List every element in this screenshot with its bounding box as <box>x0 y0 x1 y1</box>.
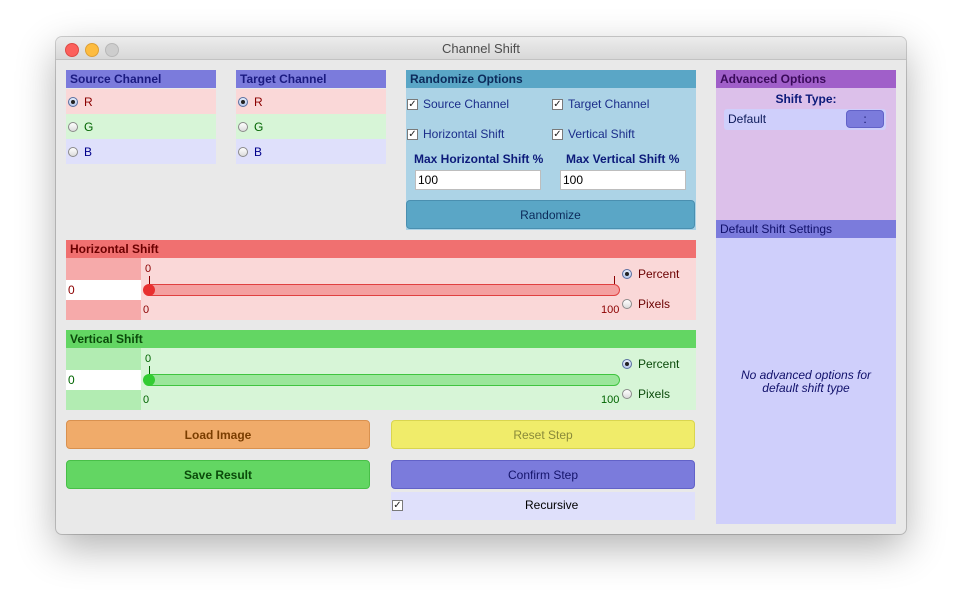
checkbox-icon[interactable]: ✓ <box>407 128 418 140</box>
minimize-window-button[interactable] <box>85 43 99 57</box>
horizontal-slider-min-top-label: 0 <box>145 263 152 275</box>
source-channel-option-label: B <box>84 144 93 159</box>
horizontal-shift-slider-track[interactable] <box>144 284 620 296</box>
vertical-slider-min-top-label: 0 <box>145 353 152 365</box>
vertical-slider-max-label: 100 <box>601 394 620 406</box>
default-shift-settings-header: Default Shift Settings <box>716 220 896 238</box>
checkbox-label: Vertical Shift <box>568 127 635 141</box>
vertical-pixels-label: Pixels <box>638 387 671 401</box>
window-title: Channel Shift <box>441 41 521 56</box>
vertical-shift-slider-thumb[interactable] <box>143 374 155 386</box>
horizontal-shift-value-pad-bottom <box>66 300 141 320</box>
radio-icon[interactable] <box>238 96 248 107</box>
source-channel-option-g[interactable]: G <box>66 114 216 139</box>
horizontal-shift-value-pad-top <box>66 258 141 280</box>
max-horizontal-input[interactable]: 100 <box>415 170 541 190</box>
title-bar: Channel Shift <box>56 37 906 60</box>
horizontal-slider-tick-start <box>149 276 150 284</box>
horizontal-shift-value-input[interactable]: 0 <box>66 280 141 300</box>
source-channel-option-r[interactable]: R <box>66 89 216 114</box>
load-image-button[interactable]: Load Image <box>66 420 370 449</box>
recursive-checkbox[interactable]: ✓ <box>392 497 403 513</box>
checkbox-icon[interactable]: ✓ <box>552 98 563 110</box>
horizontal-slider-tick-end <box>614 276 615 284</box>
checkbox-label: Horizontal Shift <box>423 127 505 141</box>
randomize-source-channel-checkbox[interactable]: ✓ Source Channel <box>407 96 509 112</box>
vertical-shift-slider-track[interactable] <box>144 374 620 386</box>
vertical-percent-label: Percent <box>638 357 680 371</box>
horizontal-shift-slider-thumb[interactable] <box>143 284 155 296</box>
vertical-pixels-radio[interactable]: Pixels <box>620 382 670 406</box>
vertical-percent-radio[interactable]: Percent <box>620 352 679 376</box>
horizontal-pixels-radio[interactable]: Pixels <box>620 292 670 316</box>
radio-icon[interactable] <box>68 121 78 132</box>
app-window: Channel Shift Source Channel R G B Targe… <box>56 37 906 534</box>
horizontal-slider-min-label: 0 <box>143 304 150 316</box>
advanced-options-header: Advanced Options <box>716 70 896 88</box>
max-vertical-label: Max Vertical Shift % <box>566 152 680 166</box>
randomize-vertical-shift-checkbox[interactable]: ✓ Vertical Shift <box>552 126 635 142</box>
radio-icon[interactable] <box>68 146 78 157</box>
save-result-button[interactable]: Save Result <box>66 460 370 489</box>
recursive-row <box>391 492 695 520</box>
horizontal-percent-label: Percent <box>638 267 680 281</box>
checkbox-label: Target Channel <box>568 97 650 111</box>
max-vertical-input[interactable]: 100 <box>560 170 686 190</box>
vertical-shift-value-pad-bottom <box>66 390 141 410</box>
randomize-button[interactable]: Randomize <box>406 200 695 229</box>
source-channel-option-b[interactable]: B <box>66 139 216 164</box>
horizontal-shift-header: Horizontal Shift <box>66 240 696 258</box>
vertical-shift-value-input[interactable]: 0 <box>66 370 141 390</box>
target-channel-header: Target Channel <box>236 70 386 88</box>
max-horizontal-label: Max Horizontal Shift % <box>414 152 544 166</box>
confirm-step-button[interactable]: Confirm Step <box>391 460 695 489</box>
randomize-horizontal-shift-checkbox[interactable]: ✓ Horizontal Shift <box>407 126 504 142</box>
shift-type-label: Shift Type: <box>775 92 837 106</box>
close-window-button[interactable] <box>65 43 79 57</box>
advanced-options-panel <box>716 70 896 220</box>
radio-icon[interactable] <box>622 389 632 399</box>
radio-icon[interactable] <box>238 121 248 132</box>
target-channel-option-label: R <box>254 94 263 109</box>
no-advanced-options-message: No advanced options for default shift ty… <box>740 368 872 395</box>
horizontal-slider-max-label: 100 <box>601 304 620 316</box>
shift-type-select[interactable] <box>724 109 886 130</box>
radio-icon[interactable] <box>68 96 78 107</box>
source-channel-option-label: R <box>84 94 93 109</box>
shift-type-value: Default <box>728 112 767 126</box>
horizontal-pixels-label: Pixels <box>638 297 671 311</box>
horizontal-percent-radio[interactable]: Percent <box>620 262 679 286</box>
vertical-shift-header: Vertical Shift <box>66 330 696 348</box>
target-channel-option-label: G <box>254 119 264 134</box>
default-shift-settings-panel <box>716 220 896 524</box>
checkbox-icon[interactable]: ✓ <box>407 98 418 110</box>
target-channel-option-r[interactable]: R <box>236 89 386 114</box>
target-channel-option-b[interactable]: B <box>236 139 386 164</box>
source-channel-option-label: G <box>84 119 94 134</box>
radio-icon[interactable] <box>238 146 248 157</box>
radio-icon[interactable] <box>622 299 632 309</box>
checkbox-label: Source Channel <box>423 97 510 111</box>
radio-icon[interactable] <box>622 269 632 279</box>
source-channel-header: Source Channel <box>66 70 216 88</box>
zoom-window-button[interactable] <box>105 43 119 57</box>
shift-type-dropdown-button[interactable]: : <box>846 110 884 128</box>
target-channel-option-g[interactable]: G <box>236 114 386 139</box>
recursive-label: Recursive <box>525 498 579 512</box>
vertical-slider-min-label: 0 <box>143 394 150 406</box>
vertical-shift-value-pad-top <box>66 348 141 370</box>
checkbox-icon[interactable]: ✓ <box>552 128 563 140</box>
reset-step-button[interactable]: Reset Step <box>391 420 695 449</box>
radio-icon[interactable] <box>622 359 632 369</box>
vertical-slider-tick-start <box>149 366 150 374</box>
randomize-header: Randomize Options <box>406 70 696 88</box>
checkbox-icon[interactable]: ✓ <box>392 499 403 511</box>
randomize-target-channel-checkbox[interactable]: ✓ Target Channel <box>552 96 649 112</box>
target-channel-option-label: B <box>254 144 263 159</box>
